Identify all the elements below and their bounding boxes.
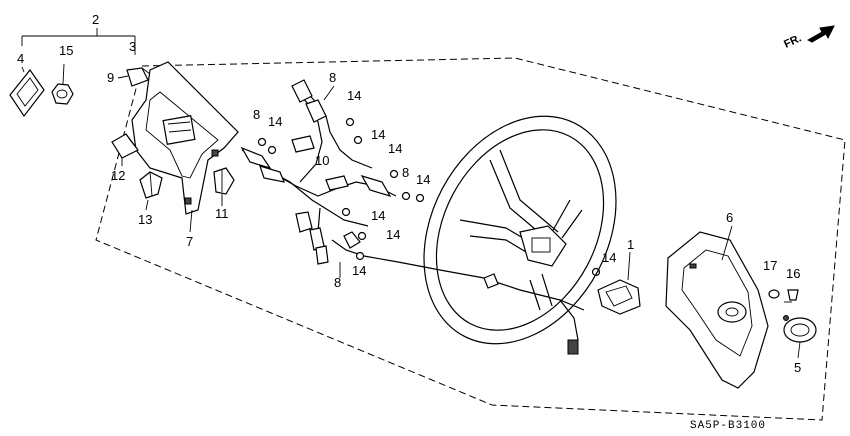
callout-14-g: 14 [386, 227, 400, 242]
direction-label: FR. [782, 32, 803, 50]
callout-14-f: 14 [371, 208, 385, 223]
callout-8-b: 8 [253, 107, 260, 122]
callout-5: 5 [794, 360, 801, 375]
leader-lines [117, 75, 801, 359]
callout-2: 2 [92, 12, 99, 27]
callout-8-d: 8 [334, 275, 341, 290]
callout-9: 9 [107, 70, 114, 85]
callout-15: 15 [59, 43, 73, 58]
assembly-boundary [95, 57, 846, 421]
callout-14-i: 14 [602, 250, 616, 265]
callout-17: 17 [763, 258, 777, 273]
clip-part-13 [139, 171, 163, 199]
nut-part [51, 63, 74, 105]
callout-4: 4 [17, 51, 24, 66]
callout-7: 7 [186, 234, 193, 249]
diagram-code: SA5P-B3100 [690, 420, 766, 432]
emblem-part [9, 66, 45, 118]
callout-14-h: 14 [352, 263, 366, 278]
clip-part-11 [213, 167, 235, 195]
callout-14-a: 14 [347, 88, 361, 103]
callout-6: 6 [726, 210, 733, 225]
callout-14-d: 14 [388, 141, 402, 156]
clip-part-9 [126, 67, 151, 87]
collar-part [783, 315, 817, 343]
front-direction-arrow: FR. [782, 25, 835, 51]
cover-plate-part [131, 61, 239, 215]
steering-wheel-part [423, 115, 641, 345]
callout-8-c: 8 [402, 165, 409, 180]
callout-12: 12 [111, 168, 125, 183]
callout-1: 1 [627, 237, 634, 252]
callout-14-c: 14 [371, 127, 385, 142]
callout-16: 16 [786, 266, 800, 281]
clip-part-12 [111, 133, 139, 159]
callout-11: 11 [215, 206, 229, 221]
callout-3: 3 [129, 39, 136, 54]
wire-harness [240, 79, 585, 355]
group-bracket [21, 28, 136, 55]
callout-13: 13 [138, 212, 152, 227]
callout-10: 10 [315, 153, 329, 168]
horn-pad-part [665, 231, 769, 389]
callout-8-a: 8 [329, 70, 336, 85]
washer-part [768, 289, 780, 299]
arrow-icon [806, 25, 835, 43]
screw-part-16 [784, 289, 799, 303]
screws [257, 117, 601, 277]
callout-14-b: 14 [268, 114, 282, 129]
callout-14-e: 14 [416, 172, 430, 187]
